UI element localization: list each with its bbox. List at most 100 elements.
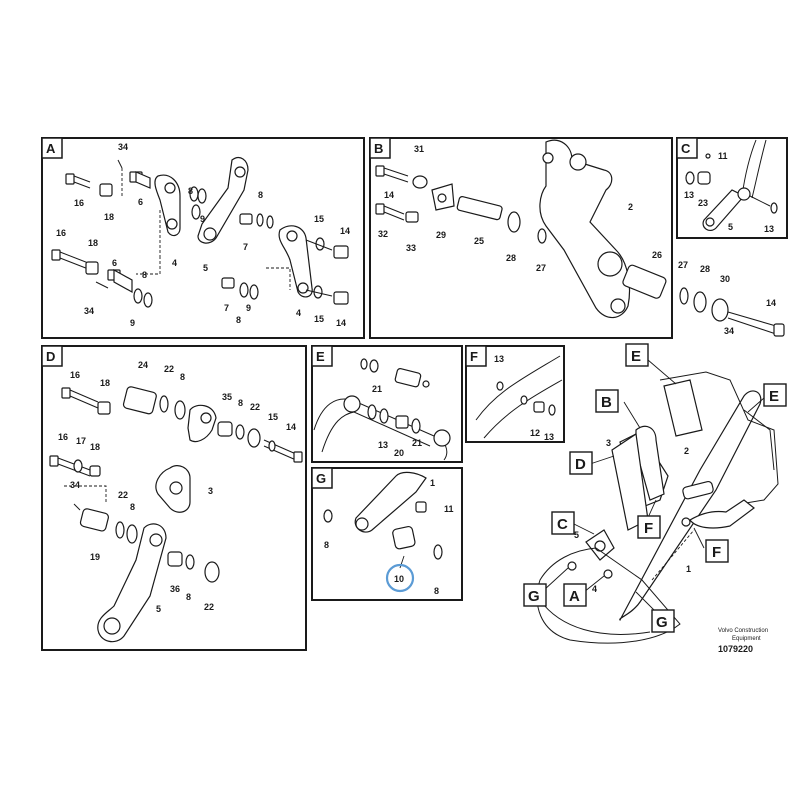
callout: 14 — [766, 298, 776, 308]
callout: 8 — [180, 372, 185, 382]
view-label-e-top: E — [625, 343, 649, 367]
callout: 13 — [378, 440, 388, 450]
callout: 16 — [58, 432, 68, 442]
callout: 4 — [296, 308, 301, 318]
panel-f-letter: F — [470, 349, 478, 364]
callout: 16 — [70, 370, 80, 380]
callout: 5 — [203, 263, 208, 273]
panel-b: B 31 14 29 25 2 32 33 28 27 26 27 28 30 … — [369, 137, 785, 339]
company-name: Volvo Construction — [718, 628, 768, 634]
callout: 24 — [138, 360, 148, 370]
highlight-ring — [385, 563, 415, 593]
callout: 15 — [268, 412, 278, 422]
panel-c: C 11 13 23 5 13 — [676, 137, 788, 239]
callout: 18 — [100, 378, 110, 388]
callout: 16 — [56, 228, 66, 238]
callout: 9 — [200, 214, 205, 224]
panel-b-letter: B — [374, 141, 383, 156]
callout: 9 — [130, 318, 135, 328]
callout: 35 — [222, 392, 232, 402]
plate-4-lower — [278, 225, 313, 298]
callout: 20 — [394, 448, 404, 458]
callout: 28 — [700, 264, 710, 274]
svg-text:A: A — [569, 588, 580, 605]
callout: 22 — [204, 602, 214, 612]
callout: 14 — [286, 422, 296, 432]
callout: 6 — [138, 197, 143, 207]
pin-6-upper — [117, 159, 151, 189]
callout: 15 — [314, 214, 324, 224]
panel-a: A — [41, 137, 365, 339]
callout: 23 — [698, 198, 708, 208]
callout: 18 — [90, 442, 100, 452]
callout: 1 — [686, 564, 691, 574]
svg-text:F: F — [712, 544, 721, 561]
panel-c-letter: C — [681, 141, 691, 156]
svg-text:E: E — [631, 348, 641, 365]
callout: 7 — [224, 303, 229, 313]
callout: 8 — [324, 540, 329, 550]
callout: 14 — [340, 226, 350, 236]
callout: 34 — [70, 480, 80, 490]
callout: 2 — [628, 202, 633, 212]
view-label-d: D — [569, 451, 593, 475]
callout: 32 — [378, 229, 388, 239]
callout: 27 — [678, 260, 688, 270]
drawing-number: 1079220 — [718, 644, 753, 654]
callout: 4 — [592, 584, 597, 594]
callout: 17 — [76, 436, 86, 446]
loader-overview: E B E D C F F G A G 3 2 5 4 1 — [523, 343, 787, 644]
callout: 8 — [434, 586, 439, 596]
callout: 36 — [170, 584, 180, 594]
callout: 11 — [718, 151, 728, 161]
callout: 22 — [164, 364, 174, 374]
svg-text:G: G — [528, 588, 540, 605]
callout: 7 — [243, 242, 248, 252]
callout: 28 — [506, 253, 516, 263]
callout: 13 — [494, 354, 504, 364]
callout: 8 — [236, 315, 241, 325]
callout: 8 — [188, 186, 193, 196]
callout: 31 — [414, 144, 424, 154]
callout: 6 — [112, 258, 117, 268]
callout: 30 — [720, 274, 730, 284]
callout: 8 — [238, 398, 243, 408]
callout: 13 — [684, 190, 694, 200]
callout: 16 — [74, 198, 84, 208]
callout: 29 — [436, 230, 446, 240]
callout: 8 — [258, 190, 263, 200]
view-label-g-left: G — [523, 583, 547, 607]
callout: 8 — [130, 502, 135, 512]
callout: 5 — [574, 530, 579, 540]
bolt-16-upper — [65, 173, 91, 189]
callout: 19 — [90, 552, 100, 562]
callout: 8 — [142, 270, 147, 280]
callout: 12 — [530, 428, 540, 438]
panel-d-letter: D — [46, 349, 55, 364]
callout: 2 — [684, 446, 689, 456]
view-label-a: A — [563, 583, 587, 607]
callout: 3 — [208, 486, 213, 496]
callout: 22 — [118, 490, 128, 500]
svg-text:G: G — [656, 614, 668, 631]
callout: 18 — [88, 238, 98, 248]
link-5-a — [197, 157, 249, 244]
callout: 22 — [250, 402, 260, 412]
panel-e-letter: E — [316, 349, 325, 364]
callout: 8 — [186, 592, 191, 602]
callout: 13 — [764, 224, 774, 234]
drawing-footer: Volvo Construction Equipment 1079220 — [718, 628, 768, 654]
callout: 25 — [474, 236, 484, 246]
panel-g: G 1 11 8 10 8 — [311, 467, 463, 601]
view-label-b: B — [595, 389, 619, 413]
callout: 11 — [444, 504, 454, 514]
link-5-d — [97, 523, 167, 643]
view-label-f-left: F — [637, 515, 661, 539]
callout: 14 — [336, 318, 346, 328]
callout: 3 — [606, 438, 611, 448]
svg-text:D: D — [575, 456, 586, 473]
callout: 4 — [172, 258, 177, 268]
svg-text:E: E — [769, 388, 779, 405]
callout: 14 — [384, 190, 394, 200]
